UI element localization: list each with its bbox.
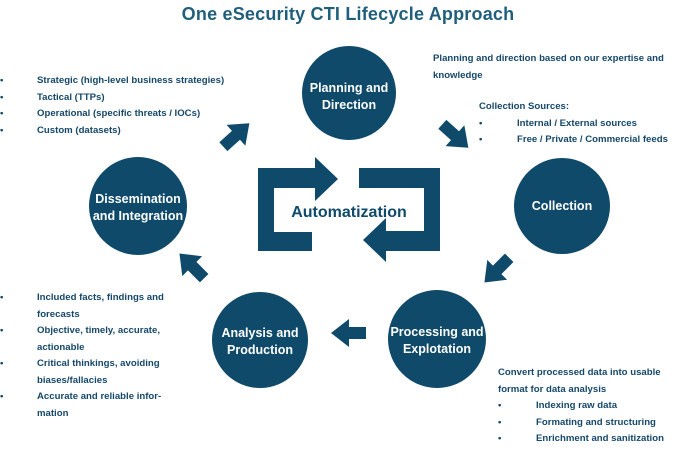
node-collection-line1: Collection bbox=[532, 199, 592, 213]
bullet-icon: • bbox=[0, 358, 4, 369]
diagram-title: One eSecurity CTI Lifecycle Approach bbox=[181, 4, 515, 24]
list-item: • Objective, timely, accurate, actionable bbox=[0, 323, 185, 356]
bullet-icon: • bbox=[498, 400, 502, 411]
center-label: Automatization bbox=[291, 204, 407, 221]
list-item: • Accurate and reliable infor-mation bbox=[0, 389, 185, 422]
analysis-criteria-list: • Included facts, findings and forecasts •… bbox=[0, 290, 185, 422]
node-dissemination-line1: Dissemination bbox=[95, 192, 180, 206]
list-item-text: Tactical (TTPs) bbox=[37, 91, 105, 103]
list-item-text: Critical thinkings, avoiding bbox=[37, 358, 160, 369]
planning-note-line1: Planning and direction based on our expe… bbox=[433, 53, 664, 64]
list-item: • Internal / External sources bbox=[479, 116, 694, 133]
arrow-planning-to-collection-icon bbox=[438, 119, 469, 148]
bullet-icon: • bbox=[0, 124, 4, 136]
list-item: • Custom (datasets) bbox=[0, 123, 270, 140]
collection-sources-heading: Collection Sources: bbox=[479, 101, 570, 112]
intelligence-types-list: • Strategic (high-level business strategi… bbox=[0, 73, 270, 139]
node-planning-line2: Direction bbox=[322, 98, 376, 112]
bullet-icon: • bbox=[0, 108, 4, 119]
node-planning-line1: Planning and bbox=[310, 81, 388, 95]
node-processing: Processing and Explotation bbox=[388, 290, 486, 388]
list-item-text: Indexing raw data bbox=[536, 400, 618, 411]
node-dissemination-line2: and Integration bbox=[93, 209, 183, 223]
processing-note-line2: format for data analysis bbox=[498, 383, 607, 395]
bullet-icon: • bbox=[498, 433, 502, 444]
list-item: • Tactical (TTPs) bbox=[0, 90, 270, 107]
bullet-icon: • bbox=[0, 91, 4, 103]
list-item: • Enrichment and sanitization bbox=[498, 431, 694, 448]
list-item-text: forecasts bbox=[37, 308, 80, 320]
list-item-text: Included facts, findings and bbox=[37, 292, 164, 303]
list-item: • Critical thinkings, avoiding biases/fall… bbox=[0, 356, 185, 389]
node-dissemination: Dissemination and Integration bbox=[89, 157, 187, 255]
list-item-text: Enrichment and sanitization bbox=[536, 433, 664, 444]
list-item: • Strategic (high-level business strategi… bbox=[0, 73, 270, 90]
list-item-text: Strategic (high-level business strategie… bbox=[37, 75, 225, 86]
bullet-icon: • bbox=[0, 325, 4, 336]
list-item-text: Custom (datasets) bbox=[37, 124, 121, 136]
list-item-text: Formating and structuring bbox=[536, 416, 656, 428]
node-analysis-line1: Analysis and bbox=[221, 326, 298, 340]
list-item: • Free / Private / Commercial feeds bbox=[479, 132, 694, 149]
node-planning: Planning and Direction bbox=[302, 46, 396, 140]
collection-sources-note: Collection Sources: • Internal / External… bbox=[479, 99, 694, 149]
planning-note: Planning and direction based on our expe… bbox=[433, 51, 693, 84]
arrow-collection-to-processing-icon bbox=[484, 253, 514, 283]
bullet-icon: • bbox=[0, 75, 4, 86]
arrow-analysis-to-dissemination-icon bbox=[179, 253, 209, 283]
bullet-icon: • bbox=[479, 117, 483, 129]
list-item-text: Accurate and reliable infor- bbox=[37, 391, 162, 402]
bullet-icon: • bbox=[498, 416, 502, 428]
arrow-dissemination-to-planning-icon bbox=[219, 123, 250, 152]
node-collection: Collection bbox=[514, 158, 610, 254]
node-processing-line1: Processing and bbox=[390, 325, 483, 339]
node-analysis-line2: Production bbox=[227, 343, 293, 357]
list-item-text: actionable bbox=[37, 341, 85, 353]
bullet-icon: • bbox=[479, 134, 483, 145]
list-item: • Included facts, findings and forecasts bbox=[0, 290, 185, 323]
automatization-loop-icon bbox=[258, 157, 440, 262]
list-item: • Formating and structuring bbox=[498, 415, 694, 432]
list-item: • Operational (specific threats / IOCs) bbox=[0, 106, 270, 123]
processing-note: Convert processed data into usable forma… bbox=[498, 365, 694, 448]
list-item-text: Internal / External sources bbox=[517, 117, 637, 129]
processing-note-line1: Convert processed data into usable bbox=[498, 367, 661, 378]
list-item-text: Objective, timely, accurate, bbox=[37, 325, 160, 336]
arrow-processing-to-analysis-icon bbox=[331, 319, 366, 347]
node-analysis: Analysis and Production bbox=[212, 292, 308, 388]
node-processing-line2: Explotation bbox=[403, 342, 471, 356]
bullet-icon: • bbox=[0, 391, 4, 402]
list-item-text: mation bbox=[37, 407, 69, 419]
list-item-text: Operational (specific threats / IOCs) bbox=[37, 108, 201, 119]
list-item-text: biases/fallacies bbox=[37, 374, 108, 386]
list-item: • Indexing raw data bbox=[498, 398, 694, 415]
planning-note-line2: knowledge bbox=[433, 69, 483, 81]
bullet-icon: • bbox=[0, 292, 4, 303]
list-item-text: Free / Private / Commercial feeds bbox=[517, 134, 668, 145]
